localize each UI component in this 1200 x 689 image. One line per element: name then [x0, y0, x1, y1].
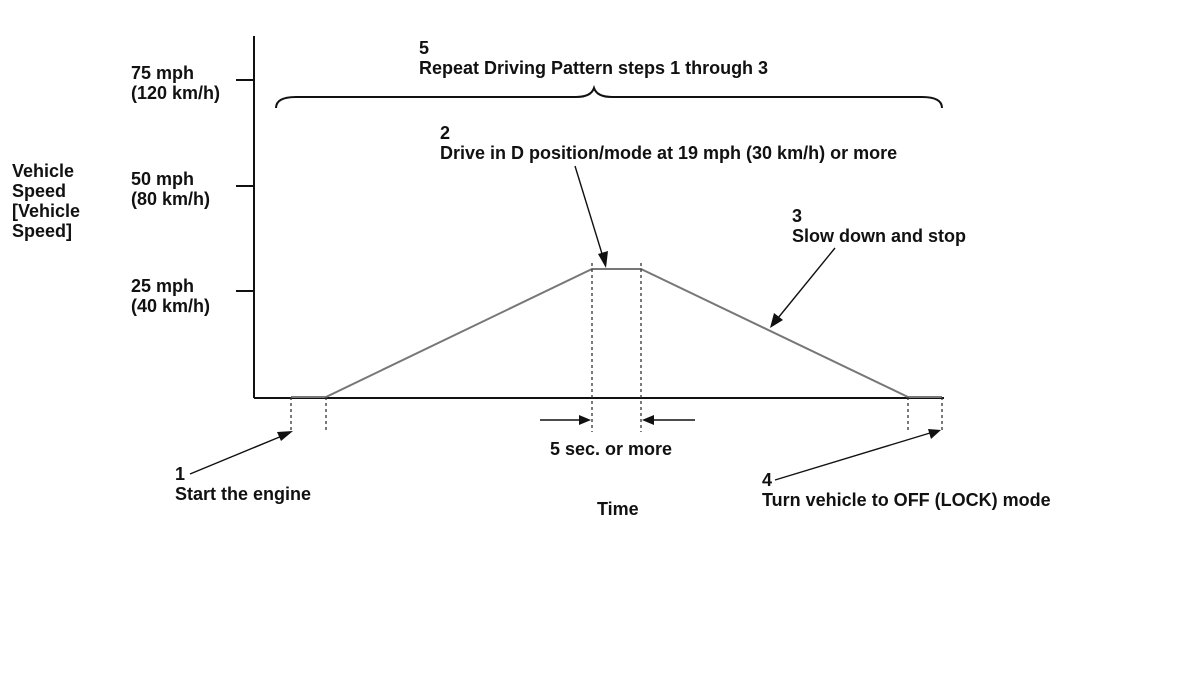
y-tick-25-mph: 25 mph — [131, 276, 194, 296]
y-axis-title: Vehicle Speed [Vehicle Speed] — [12, 161, 80, 241]
y-tick-120-kmh: (120 km/h) — [131, 83, 220, 103]
repeat-brace — [275, 84, 943, 109]
y-tick-50-mph: 50 mph — [131, 169, 194, 189]
step-3-arrow — [770, 247, 836, 328]
step-5-text: Repeat Driving Pattern steps 1 through 3 — [419, 58, 768, 78]
speed-profile-line — [291, 268, 942, 398]
duration-arrows — [540, 415, 695, 425]
step-1-number: 1 — [175, 464, 185, 484]
y-tick-40-kmh: (40 km/h) — [131, 296, 210, 316]
step-3-number: 3 — [792, 206, 802, 226]
step-2-text: Drive in D position/mode at 19 mph (30 k… — [440, 143, 897, 163]
y-axis-title-line-1: Vehicle — [12, 161, 74, 181]
y-axis-title-line-4: Speed] — [12, 221, 72, 241]
step-3-text: Slow down and stop — [792, 226, 966, 246]
y-tick-75-mph: 75 mph — [131, 63, 194, 83]
step-1-arrow — [189, 431, 293, 475]
step-5-number: 5 — [419, 38, 429, 58]
step-2-arrow — [574, 165, 608, 268]
y-tick-80-kmh: (80 km/h) — [131, 189, 210, 209]
dashed-guides — [290, 263, 943, 432]
step-4-text: Turn vehicle to OFF (LOCK) mode — [762, 490, 1051, 510]
x-axis-title: Time — [597, 499, 639, 519]
y-axis-title-line-3: [Vehicle — [12, 201, 80, 221]
duration-label: 5 sec. or more — [550, 439, 672, 459]
step-4-number: 4 — [762, 470, 772, 490]
step-2-number: 2 — [440, 123, 450, 143]
y-axis-title-line-2: Speed — [12, 181, 66, 201]
step-4-arrow — [774, 429, 941, 481]
y-tick-labels: 75 mph (120 km/h) 50 mph (80 km/h) 25 mp… — [131, 63, 220, 316]
step-1-text: Start the engine — [175, 484, 311, 504]
